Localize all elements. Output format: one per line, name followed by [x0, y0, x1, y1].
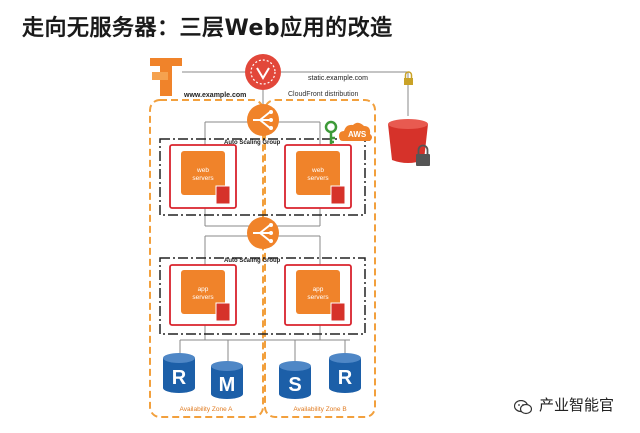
- lock-icon: [416, 144, 430, 166]
- slide-title: 走向无服务器：三层Web应用的改造: [22, 16, 393, 41]
- asg-label-web: Auto Scaling Group: [224, 140, 281, 146]
- lock-icon: [404, 71, 413, 85]
- auto-scaling-group-app: [159, 257, 366, 335]
- az-b-label: Availability Zone B: [293, 406, 346, 413]
- cloudfront-icon: [245, 54, 281, 90]
- load-balancer-icon: [247, 217, 279, 249]
- app-servers-label: app: [313, 286, 324, 293]
- database-letter: S: [288, 374, 301, 396]
- database-r-a: [163, 353, 195, 393]
- watermark-label: 产业智能官: [538, 396, 614, 414]
- az-a-label: Availability Zone A: [180, 406, 234, 413]
- key-icon: [324, 120, 338, 144]
- asg-label-app: Auto Scaling Group: [224, 258, 281, 264]
- database-r-b: [329, 353, 361, 393]
- domain-label-static: static.example.com: [308, 75, 368, 82]
- route53-icon: [150, 58, 182, 96]
- load-balancer-icon: [247, 104, 279, 136]
- cloudfront-label: CloudFront distribution: [288, 91, 359, 98]
- database-letter: R: [338, 367, 353, 389]
- database-m: [211, 361, 243, 399]
- app-servers-label: servers: [192, 294, 214, 301]
- web-servers-label: servers: [307, 175, 329, 182]
- app-servers-label: servers: [307, 294, 329, 301]
- connector-lines: [179, 71, 409, 362]
- web-servers-label: web: [196, 167, 209, 174]
- domain-label-www: www.example.com: [183, 92, 246, 99]
- app-servers-b: [284, 264, 352, 326]
- app-servers-a: [169, 264, 237, 326]
- app-servers-label: app: [198, 286, 209, 293]
- database-letter: M: [219, 374, 236, 396]
- database-letter: R: [172, 367, 187, 389]
- aws-cloud-icon: [339, 122, 372, 141]
- web-servers-label: web: [311, 167, 324, 174]
- wechat-icon: [514, 400, 532, 415]
- aws-label: AWS: [348, 130, 367, 139]
- web-servers-label: servers: [192, 175, 214, 182]
- web-servers-b: [284, 144, 352, 209]
- web-servers-a: [169, 144, 237, 209]
- auto-scaling-group-web: [159, 138, 366, 216]
- database-s: [279, 361, 311, 399]
